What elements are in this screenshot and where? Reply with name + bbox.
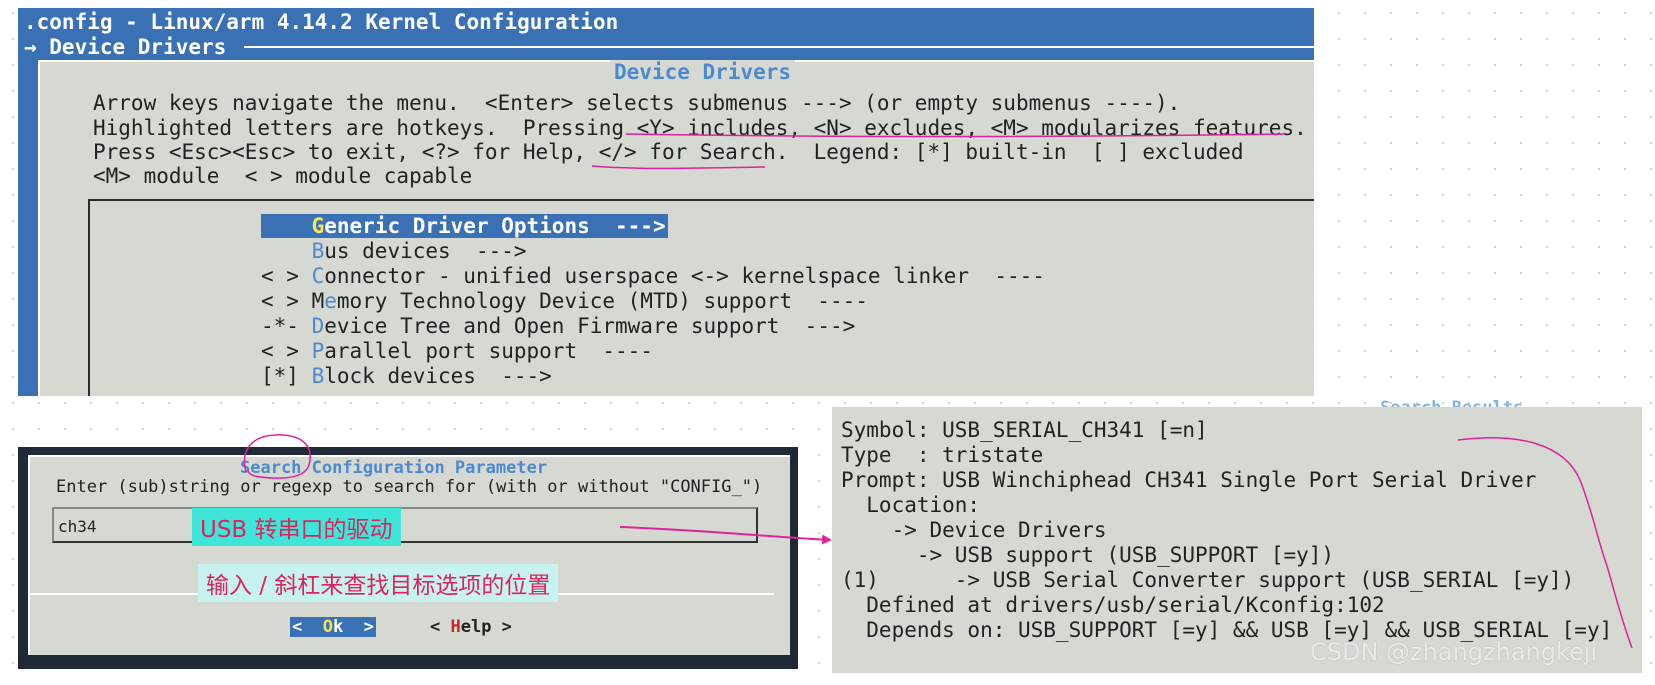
menu-item-label: evice Tree and Open Firmware support ---… [324,314,856,338]
breadcrumb-divider [244,46,1314,48]
search-input[interactable]: ch34 [52,507,758,543]
search-dialog-title: Search Configuration Parameter [236,458,552,478]
ok-button-bracket: < [292,617,323,637]
menu-item-parallel-port[interactable]: < > Parallel port support ---- [261,339,653,363]
menu-item-label: onnector - unified userspace <-> kernels… [324,264,1045,288]
help-text-line: Press <Esc><Esc> to exit, <?> for Help, … [93,140,1244,164]
dialog-title: Device Drivers [610,60,796,84]
watermark: CSDN @zhangzhangkeji [1310,638,1598,666]
device-drivers-dialog: Device Drivers Arrow keys navigate the m… [38,60,1314,396]
breadcrumb: → Device Drivers [24,35,227,59]
result-line: -> USB support (USB_SUPPORT [=y]) [841,543,1335,567]
menu-item-prefix [261,214,312,238]
search-prompt: Enter (sub)string or regexp to search fo… [56,477,763,497]
menu-item-block-devices[interactable]: [*] Block devices ---> [261,364,552,388]
help-button[interactable]: < Help > [430,617,512,637]
result-line: Symbol: USB_SERIAL_CH341 [=n] [841,418,1208,442]
annotation-usb-driver-note: USB 转串口的驱动 [192,508,401,546]
menu-item-prefix: < > M [261,289,325,313]
result-line: Prompt: USB Winchiphead CH341 Single Por… [841,468,1537,492]
menu-item-hotkey: P [311,339,325,363]
menu-item-hotkey: B [311,239,325,263]
menu-item-hotkey: e [324,289,337,313]
help-text-line: Highlighted letters are hotkeys. Pressin… [93,116,1307,140]
menu-item-label: eneric Driver Options ---> [324,214,666,238]
menu-item-hotkey: C [311,264,325,288]
search-window: Search Configuration Parameter Enter (su… [18,447,798,669]
help-button-hotkey: H [450,617,461,637]
menu-item-mtd-support[interactable]: < > Memory Technology Device (MTD) suppo… [261,289,868,313]
menu-item-prefix: -*- [261,314,312,338]
menu-item-label: mory Technology Device (MTD) support ---… [336,289,868,313]
menu-list: Generic Driver Options ---> Bus devices … [88,199,1314,396]
menu-item-hotkey: B [311,364,325,388]
result-line: -> Device Drivers [841,518,1107,542]
search-results-title: Search Results [1380,397,1523,407]
help-button-label: elp > [460,617,512,637]
menu-item-prefix [261,239,312,263]
menuconfig-window: .config - Linux/arm 4.14.2 Kernel Config… [18,8,1314,396]
ok-button[interactable]: < Ok > [290,617,376,637]
menu-item-connector[interactable]: < > Connector - unified userspace <-> ke… [261,264,1045,288]
ok-button-hotkey: O [322,617,333,637]
search-results-panel: Search Results Symbol: USB_SERIAL_CH341 … [832,398,1642,673]
menu-item-bus-devices[interactable]: Bus devices ---> [261,239,527,263]
menu-item-prefix: < > [261,264,312,288]
window-title: .config - Linux/arm 4.14.2 Kernel Config… [24,10,619,34]
menu-item-device-tree[interactable]: -*- Device Tree and Open Firmware suppor… [261,314,855,338]
menu-item-prefix: [*] [261,364,312,388]
menu-item-label: lock devices ---> [324,364,552,388]
result-line: Location: [841,493,981,517]
result-line: (1) -> USB Serial Converter support (USB… [841,568,1575,592]
menu-item-label: arallel port support ---- [324,339,653,363]
help-text-line: Arrow keys navigate the menu. <Enter> se… [93,91,1181,115]
help-button-bracket: < [430,617,451,637]
menu-item-prefix: < > [261,339,312,363]
result-line: Defined at drivers/usb/serial/Kconfig:10… [841,593,1385,617]
menu-item-generic-driver-options[interactable]: Generic Driver Options ---> [261,214,668,238]
help-text-line: <M> module < > module capable [93,164,473,188]
annotation-search-note: 输入 / 斜杠来查找目标选项的位置 [198,564,559,602]
menu-item-label: us devices ---> [324,239,527,263]
result-line: Type : tristate [841,443,1044,467]
ok-button-label: k > [332,617,374,637]
menu-item-hotkey: G [311,214,325,238]
search-input-value: ch34 [58,517,97,536]
search-dialog: Search Configuration Parameter Enter (su… [28,455,790,655]
menu-item-hotkey: D [311,314,325,338]
